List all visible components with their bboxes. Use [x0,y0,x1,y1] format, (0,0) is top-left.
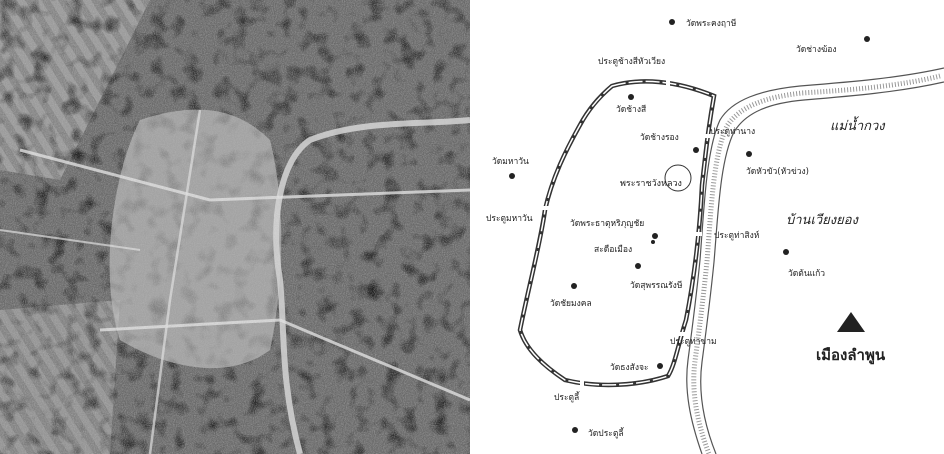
label-wat-sangkhacha: วัดธงสังจะ [610,363,649,373]
city-wall [517,78,717,388]
label-gate-maha-wan: ประตูมหาวัน [486,214,533,224]
label-wat-phra-khong-ruesi: วัดพระคงฤาษี [686,18,737,29]
label-wat-chang-rong: วัดช้างรอง [640,132,679,143]
label-wat-ton-kaew: วัดต้นแก้ว [788,268,825,279]
label-gate-tha-kham: ประตูท่าขาม [670,337,717,347]
marker-wat-chang-rong [693,147,699,153]
label-gate-tha-nang: ประตูท่านาง [710,127,755,137]
marker-wat-hua-khua [746,151,752,157]
label-ban-wiang-yong: บ้านเวียงยอง [786,212,860,228]
label-wat-maha-wan: วัดมหาวัน [492,157,529,167]
city-map: วัดพระคงฤาษี วัดช่างฆ้อง ประตูช้างสีหัวเ… [470,0,944,454]
river [686,67,944,454]
label-wat-chai-mongkhon: วัดชัยมงคล [550,299,592,309]
marker-wat-chang-khong [864,36,870,42]
marker-sadue-mueang [651,240,655,244]
label-wat-phra-that: วัดพระธาตุหริภุญชัย [570,219,644,229]
marker-wat-phra-that [652,233,658,239]
label-gate-tha-sing: ประตูท่าสิงห์ [714,230,759,241]
label-wat-pratu-li: วัดประตูลี้ [588,427,625,439]
marker-wat-ton-kaew [783,249,789,255]
label-gate-li: ประตูลี้ [554,391,580,403]
label-royal-palace: พระราชวังหลวง [620,179,682,189]
label-sadue-mueang: สะดือเมือง [594,244,632,255]
label-mae-nam-kuang: แม่น้ำกวง [830,116,886,134]
label-wat-chang-si: วัดช้างสี [616,104,647,115]
aerial-photograph [0,0,470,454]
label-wat-suphan: วัดสุพรรณรังษี [630,280,683,291]
temple-markers [509,19,870,433]
marker-wat-suphan [635,263,641,269]
marker-wat-chai-mongkhon [571,283,577,289]
marker-wat-sangkhacha [657,363,663,369]
marker-wat-maha-wan [509,173,515,179]
marker-wat-chang-si [628,94,634,100]
label-wat-chang-khong: วัดช่างฆ้อง [796,44,837,55]
label-wat-hua-khua: วัดหัวขัว(หัวข่วง) [746,167,809,177]
label-gate-chang-si-hua-wiang: ประตูช้างสีหัวเวียง [598,56,665,67]
marker-wat-phra-khong-ruesi [669,19,675,25]
label-mueang-lamphun: เมืองลำพูน [816,346,886,365]
marker-wat-pratu-li [572,427,578,433]
royal-palace-marker [664,164,692,192]
north-arrow-icon [837,312,865,332]
